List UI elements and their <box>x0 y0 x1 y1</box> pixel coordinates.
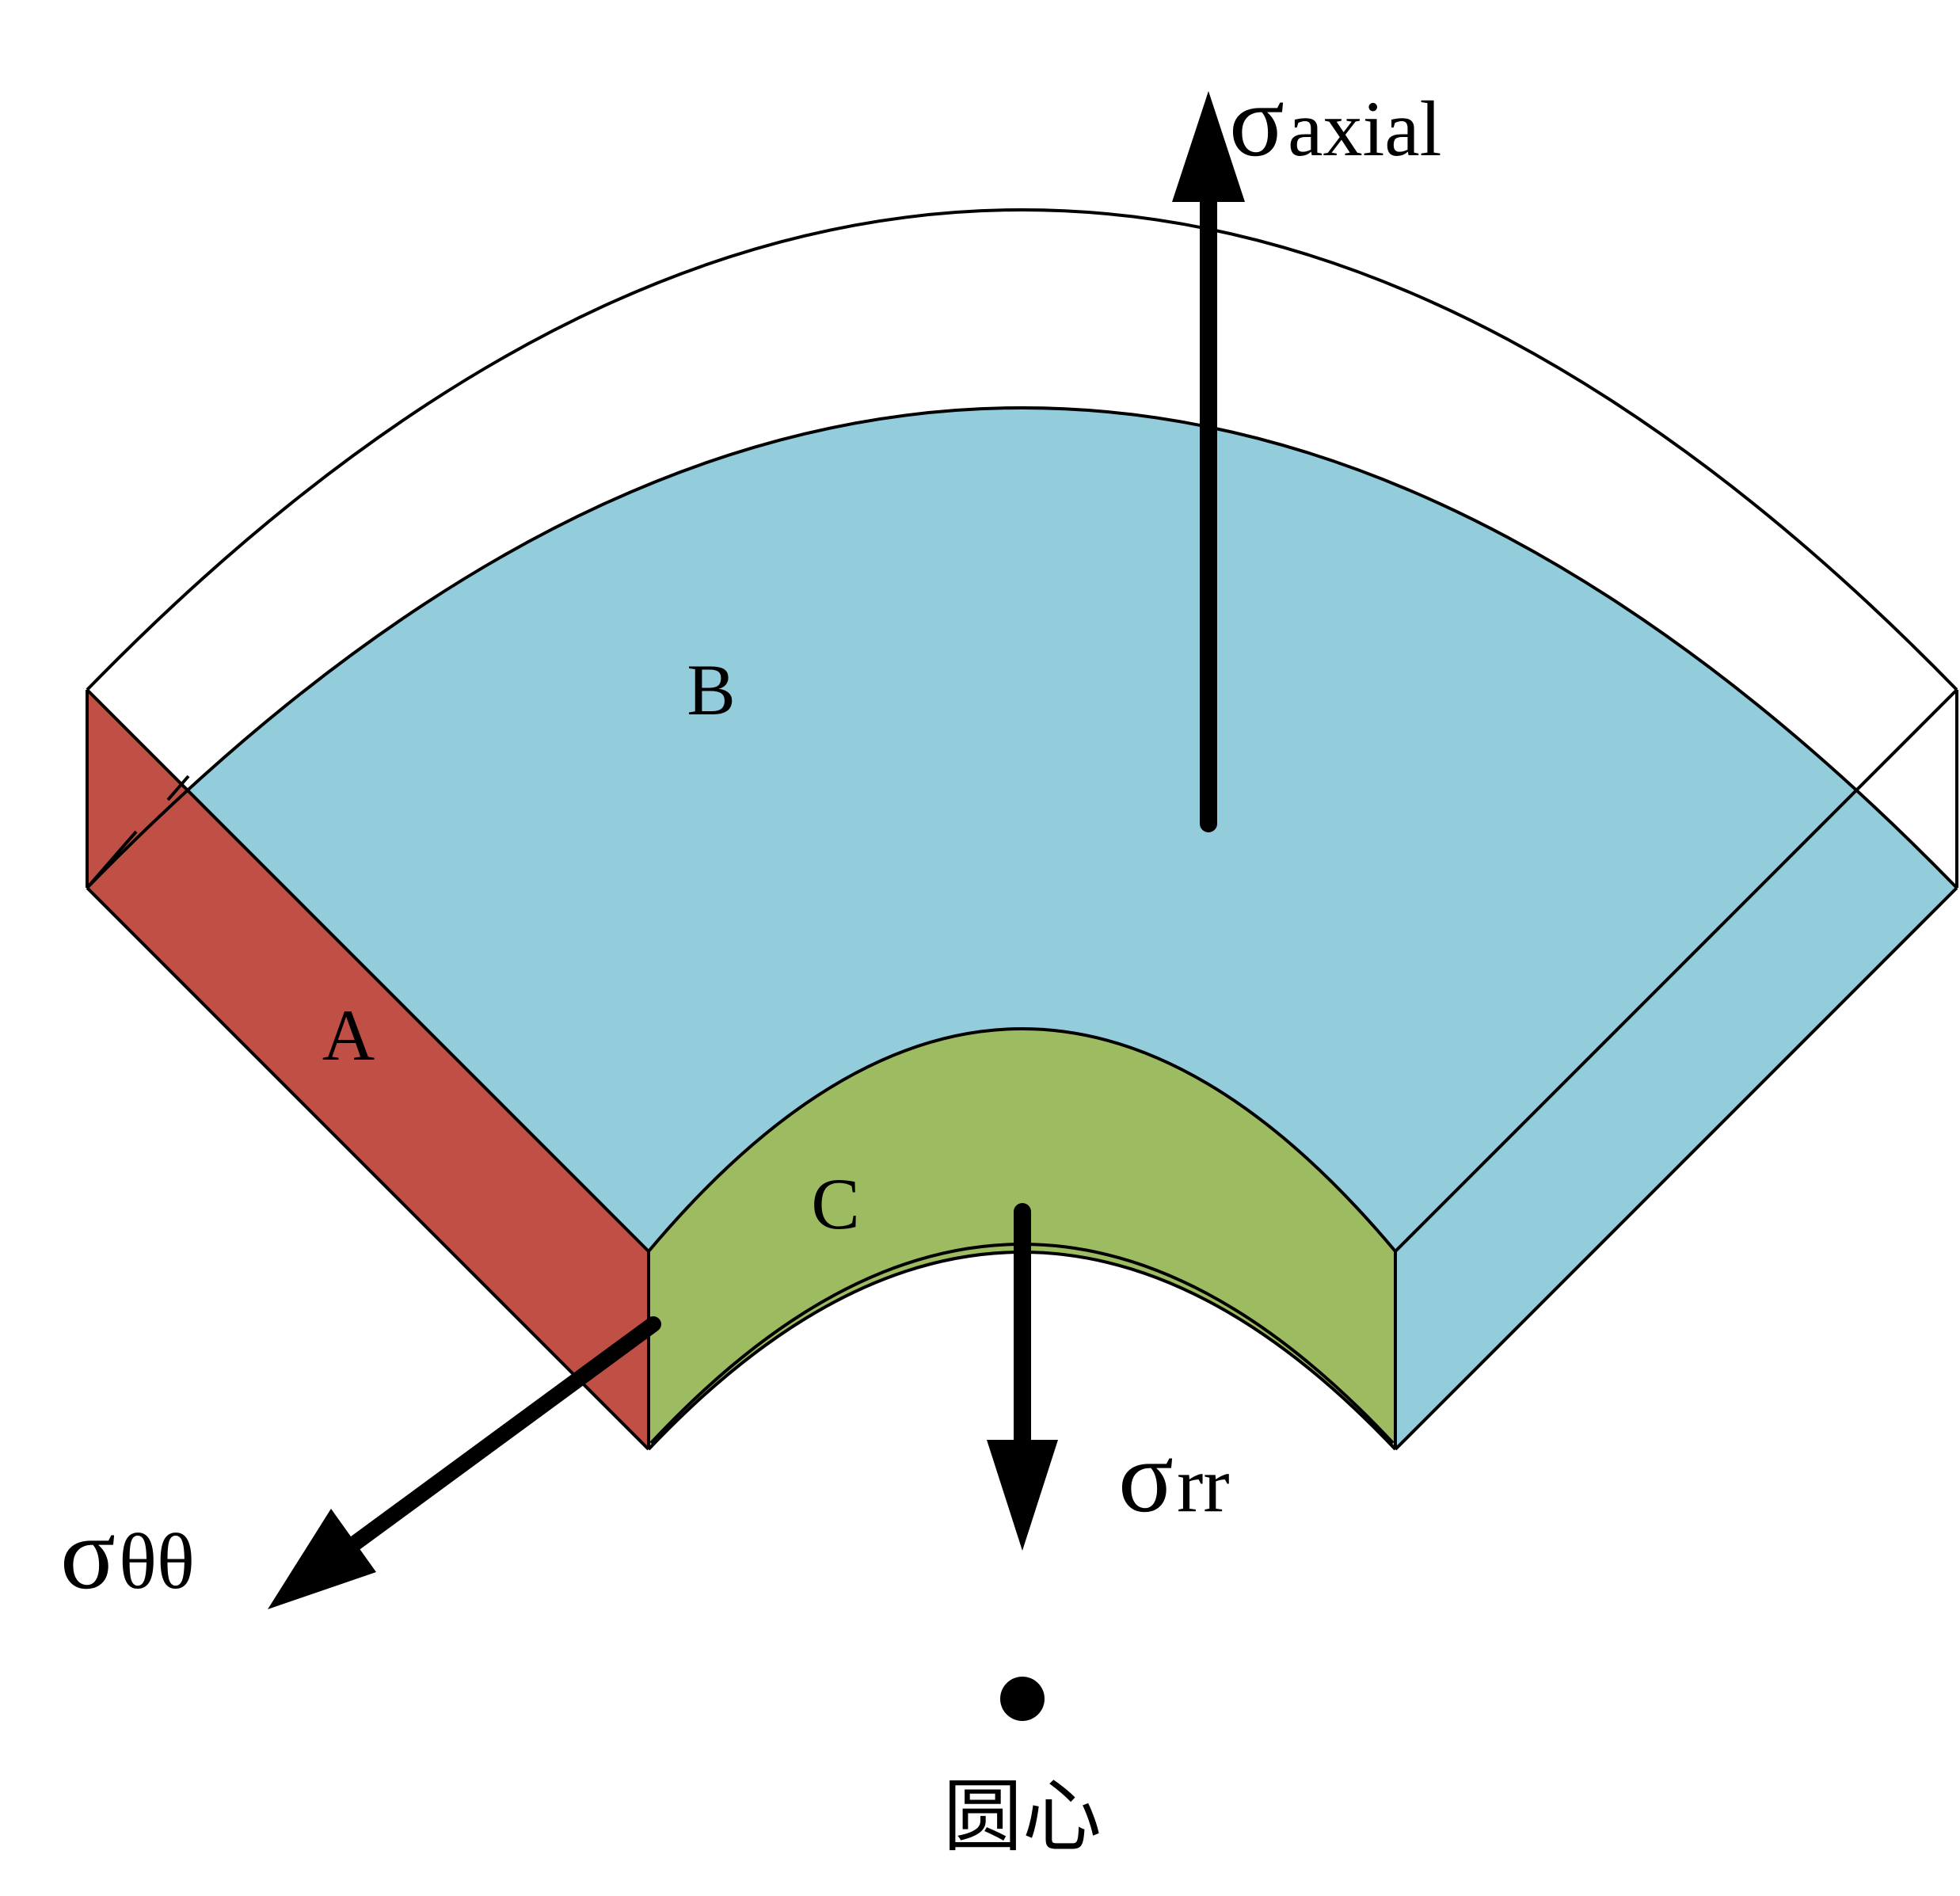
face-a-label: A <box>322 995 375 1076</box>
left-hidden-tick-1 <box>86 830 138 889</box>
axial-stress-arrow <box>1172 91 1245 832</box>
axial-stress-symbol: σ <box>1229 64 1284 178</box>
right-bottom-edge <box>1394 886 1958 1451</box>
axial-stress-subscript: axial <box>1288 85 1441 173</box>
radial-stress-symbol: σ <box>1118 1420 1174 1534</box>
hoop-stress-label: σθθ <box>60 1497 195 1611</box>
right-top-edge <box>1394 688 1958 1253</box>
outer-bottom-arc <box>86 406 1958 889</box>
hoop-stress-symbol: σ <box>60 1497 116 1611</box>
radial-stress-label: σrr <box>1118 1420 1230 1534</box>
hoop-stress-subscript: θθ <box>119 1517 195 1605</box>
face-b-label: B <box>687 649 735 730</box>
hoop-stress-arrow <box>268 1316 661 1609</box>
radial-stress-arrow <box>987 1203 1058 1551</box>
element-outlines <box>86 208 1958 1451</box>
left-hidden-tick-2 <box>166 775 190 801</box>
center-label: 圆心 <box>943 1770 1102 1863</box>
radial-stress-subscript: rr <box>1177 1441 1230 1529</box>
left-bottom-edge <box>86 886 650 1451</box>
inner-top-arc <box>647 1027 1397 1253</box>
outer-top-arc <box>86 208 1958 691</box>
face-a-surface <box>87 690 649 1449</box>
axial-stress-label: σaxial <box>1229 64 1441 178</box>
center-dot <box>1000 1677 1045 1721</box>
face-c-label: C <box>811 1163 859 1244</box>
